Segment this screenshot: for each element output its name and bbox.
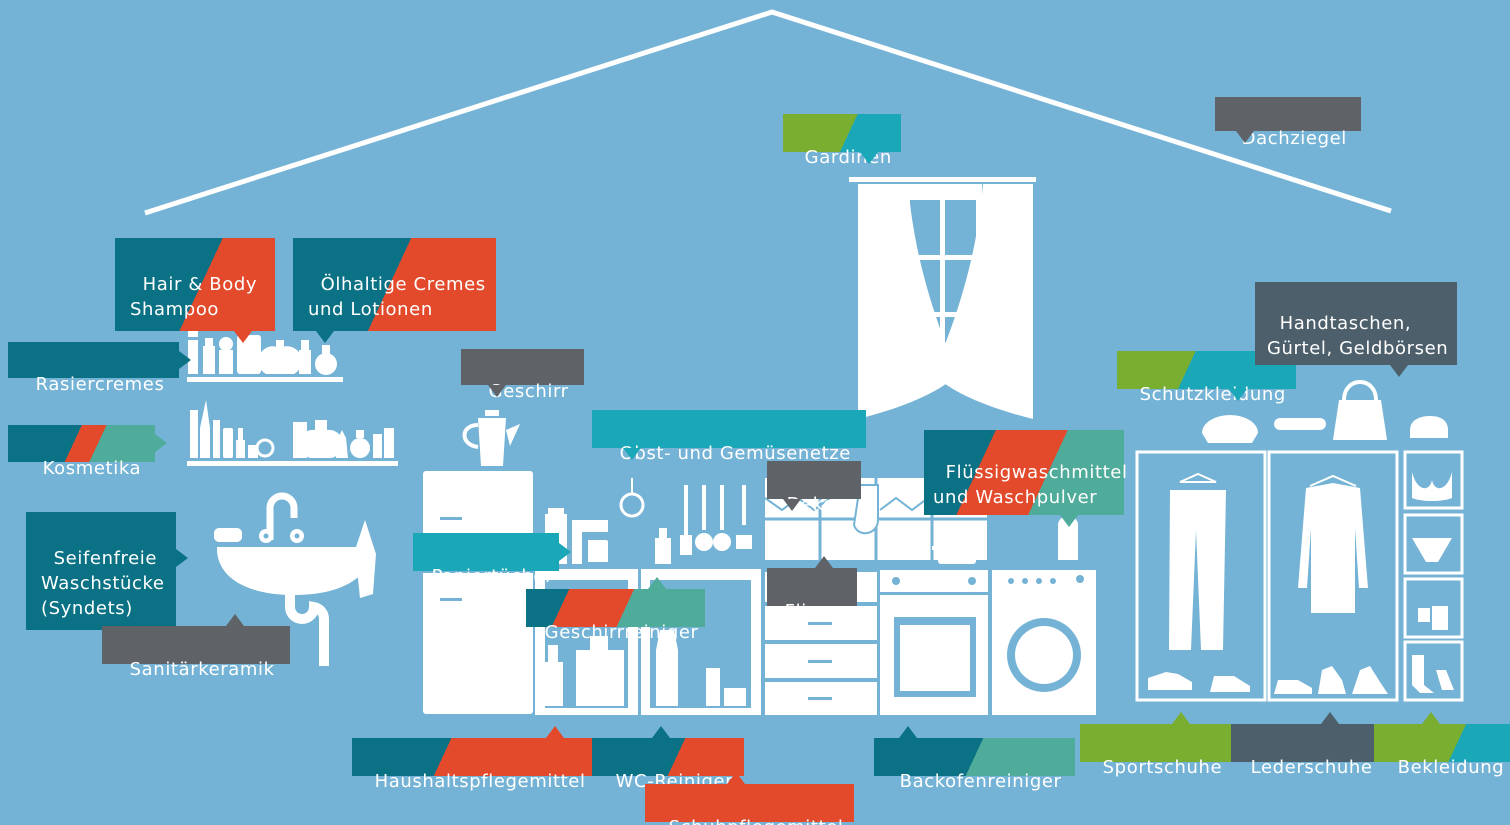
label-geschirr: Geschirr (461, 349, 584, 402)
label-seifenfreie-waschstuecke: Seifenfreie Waschstücke (Syndets) (26, 512, 188, 630)
roof-outline (144, 9, 1392, 216)
cosmetics-shelf-top (187, 330, 343, 382)
wardrobe (1135, 380, 1464, 702)
label-sanitaerkeramik: Sanitärkeramik (102, 614, 290, 680)
cosmetics-shelf-bottom (187, 400, 398, 466)
label-gardinen: Gardinen (783, 114, 901, 168)
washbasin (214, 492, 376, 666)
label-wc-reiniger: WC-Reiniger (592, 726, 745, 792)
label-backofenreiniger: Backofenreiniger (874, 726, 1075, 792)
label-fliesen: Fliesen (767, 556, 858, 622)
label-geschirrreiniger: Geschirrreiniger (526, 577, 705, 643)
label-fluessigwaschmittel: Flüssigwaschmittel und Waschpulver (924, 430, 1127, 527)
label-haushaltspflegemittel: Haushaltspflegemittel (352, 726, 596, 792)
label-schuhpflegemittel: Schuhpflegemittel (645, 772, 855, 825)
label-bekleidung: Bekleidung (1374, 712, 1510, 778)
label-dachziegel: Dachziegel (1215, 97, 1361, 149)
window (849, 177, 1036, 419)
refrigerator (423, 410, 533, 714)
label-lederschuhe: Lederschuhe (1231, 712, 1380, 778)
label-obst-gemuesenetze: Obst- und Gemüsenetze (592, 410, 866, 464)
label-papiertuecher: Papiertücher (413, 533, 572, 587)
label-oelhaltige-cremes: Ölhaltige Cremes und Lotionen (293, 238, 496, 343)
label-kosmetika: Kosmetika (8, 425, 167, 479)
stove (880, 533, 988, 715)
washing-machine (992, 507, 1096, 715)
label-hair-body-shampoo: Hair & Body Shampoo (115, 238, 275, 343)
label-rasiercremes: Rasiercremes (8, 342, 192, 395)
label-dekore: Dekore (767, 461, 862, 515)
label-handtaschen: Handtaschen, Gürtel, Geldbörsen (1255, 282, 1457, 377)
label-sportschuhe: Sportschuhe (1080, 712, 1233, 778)
